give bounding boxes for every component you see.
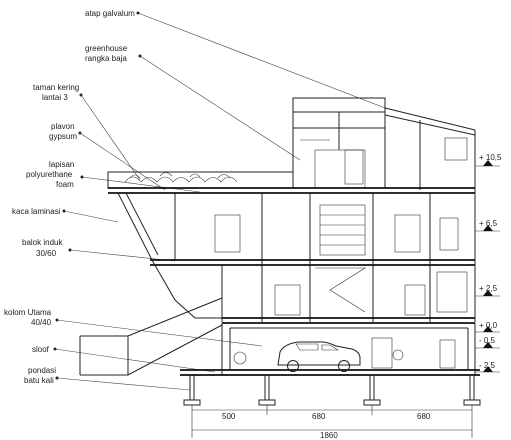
leader-lines xyxy=(53,11,386,391)
floor-2 xyxy=(117,192,476,266)
label-kolom-utama: kolom Utama xyxy=(4,308,52,317)
label-rangka-baja: rangka baja xyxy=(85,54,127,63)
label-atap: atap galvalum xyxy=(85,9,135,18)
dimension-lines: 500 680 680 1860 xyxy=(191,405,473,440)
level-6-5: + 6,5 xyxy=(479,219,498,228)
greenhouse-roof xyxy=(292,97,476,195)
label-greenhouse: greenhouse xyxy=(85,44,128,53)
label-kaca-laminasi: kaca laminasi xyxy=(12,207,61,216)
roof-garden xyxy=(107,171,475,194)
dimension-500: 500 xyxy=(222,412,236,421)
label-balok-size: 30/60 xyxy=(36,249,57,258)
label-kolom-size: 40/40 xyxy=(31,318,52,327)
leader-kaca xyxy=(63,210,119,223)
annotation-labels: atap galvalum greenhouse rangka baja tam… xyxy=(4,9,135,385)
label-pondasi: pondasi xyxy=(28,366,56,375)
leader-lapisan xyxy=(81,176,201,193)
label-balok-induk: balok induk xyxy=(22,238,63,247)
leader-kolom xyxy=(56,319,263,347)
dimension-680-a: 680 xyxy=(312,412,326,421)
label-sloof: sloof xyxy=(32,345,50,354)
floor-1 xyxy=(151,259,476,324)
leader-pondasi xyxy=(56,377,191,391)
label-lantai-3: lantai 3 xyxy=(42,93,68,102)
label-taman-kering: taman kering xyxy=(33,83,79,92)
leader-sloof xyxy=(54,348,216,373)
level-2-5: + 2,5 xyxy=(479,284,498,293)
label-lapisan: lapisan xyxy=(49,160,74,169)
label-plavon: plavon xyxy=(51,122,75,131)
basement xyxy=(180,323,480,376)
label-batu-kali: batu kali xyxy=(24,376,54,385)
dimension-680-b: 680 xyxy=(417,412,431,421)
level-0-0: + 0,0 xyxy=(479,321,498,330)
leader-greenhouse xyxy=(139,55,301,161)
dimension-1860: 1860 xyxy=(320,431,338,440)
level-minus-0-5: - 0,5 xyxy=(479,336,496,345)
leader-atap xyxy=(137,12,386,109)
leader-taman xyxy=(80,94,141,181)
label-foam: foam xyxy=(56,180,74,189)
label-gypsum: gypsum xyxy=(49,132,77,141)
leader-plavon xyxy=(79,132,166,191)
foundations xyxy=(183,375,481,406)
ramp xyxy=(79,297,223,376)
level-markers: + 10,5 + 6,5 + 2,5 + 0,0 - 0,5 - 2,5 xyxy=(475,153,502,373)
label-polyurethane: polyurethane xyxy=(26,170,73,179)
car-silhouette xyxy=(277,341,361,372)
level-10-5: + 10,5 xyxy=(479,153,502,162)
level-minus-2-5: - 2,5 xyxy=(479,361,496,370)
